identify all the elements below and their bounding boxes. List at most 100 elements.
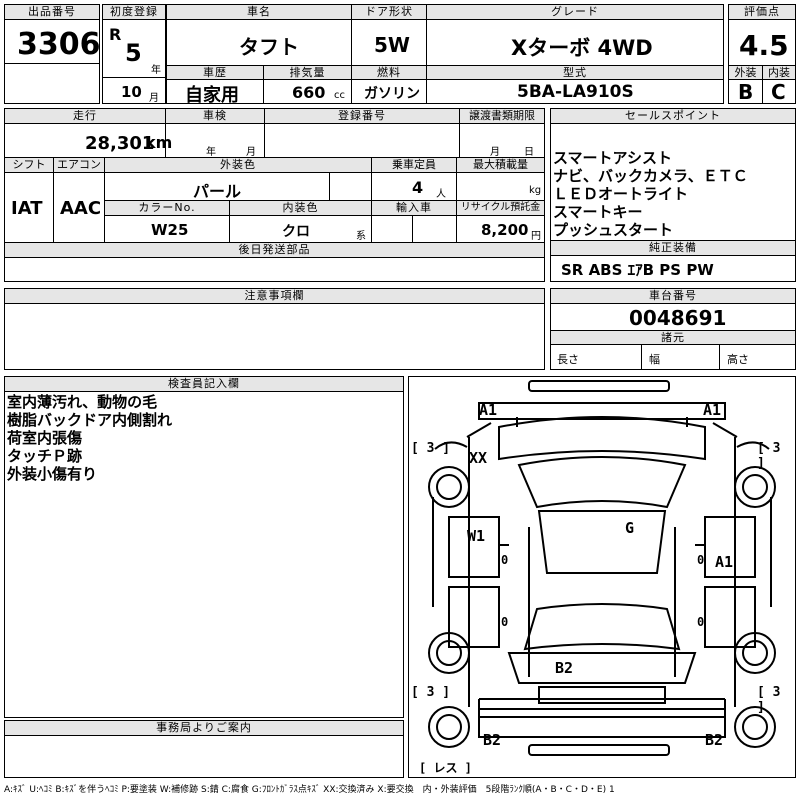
inspector-line: タッチＰ跡 bbox=[7, 447, 83, 465]
inspection-month-unit: 月 bbox=[246, 147, 256, 158]
grade: Xターボ 4WD bbox=[511, 36, 653, 60]
exterior: B bbox=[738, 80, 754, 104]
capacity-cell: 乗車定員 4 人 bbox=[371, 157, 457, 201]
notes-panel: 注意事項欄 bbox=[4, 288, 545, 370]
fuel: ガソリン bbox=[364, 86, 420, 102]
ac: AAC bbox=[60, 198, 102, 219]
capacity: 4 bbox=[412, 178, 424, 197]
damage-b2-center: B2 bbox=[555, 659, 574, 677]
recycle-label: リサイクル預託金 bbox=[457, 201, 544, 216]
int-color: クロ bbox=[282, 224, 310, 240]
zero-mark-2: 0 bbox=[501, 615, 509, 629]
capacity-unit: 人 bbox=[436, 189, 446, 200]
recycle: 8,200 bbox=[481, 221, 529, 239]
ac-label: エアコン bbox=[54, 158, 104, 173]
inspector-line: 樹脂バックドア内側割れ bbox=[7, 411, 173, 429]
notes-label: 注意事項欄 bbox=[5, 289, 544, 304]
transfer-day-unit: 日 bbox=[524, 147, 534, 158]
spec-label: 諸元 bbox=[551, 330, 795, 345]
color-no-cell: カラーNo. W25 bbox=[104, 200, 230, 243]
fuel-label: 燃料 bbox=[352, 66, 426, 80]
displacement: 660 bbox=[292, 83, 326, 102]
first-reg-label: 初度登録 bbox=[103, 5, 165, 20]
damage-w1: W1 bbox=[467, 527, 486, 545]
lot-number: 3306 bbox=[17, 27, 101, 62]
ext-color-divider bbox=[329, 173, 330, 200]
color-no-label: カラーNo. bbox=[105, 201, 229, 216]
score: 4.5 bbox=[739, 29, 789, 62]
damage-b2-right: B2 bbox=[705, 731, 724, 749]
shift: IAT bbox=[11, 198, 43, 219]
damage-a1-side: A1 bbox=[715, 553, 734, 571]
inspector-label: 検査員記入欄 bbox=[5, 377, 403, 392]
int-color-cell: 内装色 クロ 系 bbox=[229, 200, 372, 243]
displacement-cell: 排気量 660 cc bbox=[263, 65, 352, 104]
tire-tread-tr: [ 3 ] bbox=[757, 441, 781, 471]
history: 自家用 bbox=[185, 85, 239, 106]
shift-label: シフト bbox=[5, 158, 53, 173]
score-label: 評価点 bbox=[729, 5, 795, 20]
model-label: 型式 bbox=[427, 66, 723, 80]
door-cell: ドア形状 5W bbox=[351, 4, 427, 66]
mileage: 28,301 bbox=[85, 133, 155, 154]
mileage-label: 走行 bbox=[5, 109, 165, 124]
history-label: 車歴 bbox=[167, 66, 263, 80]
car-name: タフト bbox=[239, 35, 299, 59]
inspector-line: 外装小傷有り bbox=[7, 465, 98, 483]
zero-mark-3: 0 bbox=[697, 553, 705, 567]
max-load-unit: kg bbox=[529, 185, 542, 196]
zero-mark-4: 0 bbox=[697, 615, 705, 629]
exterior-label: 外装 bbox=[729, 66, 762, 80]
sales-point: プッシュスタート bbox=[553, 221, 674, 239]
interior: C bbox=[771, 80, 786, 104]
ext-color-cell: 外装色 パール bbox=[104, 157, 372, 201]
max-load-label: 最大積載量 bbox=[457, 158, 544, 173]
spec-divider-2 bbox=[719, 345, 720, 369]
lot-label: 出品番号 bbox=[5, 5, 99, 20]
import-label: 輸入車 bbox=[372, 201, 456, 216]
ext-color-label: 外装色 bbox=[105, 158, 371, 173]
first-reg-month: 10 bbox=[121, 83, 142, 101]
reg-no-label: 登録番号 bbox=[265, 109, 459, 124]
inspection-label: 車検 bbox=[166, 109, 264, 124]
tire-tread-bl: [ 3 ] bbox=[411, 685, 451, 700]
chassis-number: 0048691 bbox=[629, 306, 727, 330]
model-cell: 型式 5BA-LA910S bbox=[426, 65, 724, 104]
inspection-cell: 車検 年 月 bbox=[165, 108, 265, 158]
car-name-label: 車名 bbox=[167, 5, 351, 20]
grade-label: グレード bbox=[427, 5, 723, 20]
legend-footer: A:ｷｽﾞ U:ﾍｺﾐ B:ｷｽﾞを伴うﾍｺﾐ P:要塗装 W:補修跡 S:錆 … bbox=[4, 785, 615, 795]
header-panel: 出品番号 3306 初度登録 R 5 年 10 月 車名 タフト 車歴 自家用 … bbox=[4, 4, 796, 106]
tire-tread-br: [ 3 ] bbox=[757, 685, 781, 715]
car-name-cell: 車名 タフト bbox=[166, 4, 352, 66]
first-reg-divider bbox=[103, 77, 165, 78]
history-cell: 車歴 自家用 bbox=[166, 65, 264, 106]
color-no: W25 bbox=[151, 221, 189, 239]
transfer-label: 譲渡書類期限 bbox=[460, 109, 544, 124]
chassis-label: 車台番号 bbox=[551, 289, 795, 304]
displacement-unit: cc bbox=[334, 90, 345, 101]
ac-cell: エアコン AAC bbox=[53, 157, 105, 243]
office-panel: 事務局よりご案内 bbox=[4, 720, 404, 778]
first-reg-year: 5 bbox=[125, 39, 142, 67]
sales-list: スマートアシスト ナビ、バックカメラ、ＥＴＣ ＬＥＤオートライト スマートキー … bbox=[553, 149, 748, 239]
zero-mark-1: 0 bbox=[501, 553, 509, 567]
interior-cell: 内装 C bbox=[762, 65, 796, 104]
later-parts-label: 後日発送部品 bbox=[5, 243, 544, 258]
damage-g: G bbox=[625, 519, 635, 537]
grade-cell: グレード Xターボ 4WD bbox=[426, 4, 724, 66]
year-unit: 年 bbox=[151, 65, 161, 76]
inspector-list: 室内薄汚れ、動物の毛 樹脂バックドア内側割れ 荷室内張傷 タッチＰ跡 外装小傷有… bbox=[7, 393, 172, 483]
width-label: 幅 bbox=[649, 353, 660, 366]
recycle-unit: 円 bbox=[531, 231, 541, 242]
int-color-unit: 系 bbox=[356, 231, 366, 242]
recycle-cell: リサイクル預託金 8,200 円 bbox=[456, 200, 545, 243]
inspector-line: 室内薄汚れ、動物の毛 bbox=[7, 393, 158, 411]
reg-no-cell: 登録番号 bbox=[264, 108, 460, 158]
capacity-label: 乗車定員 bbox=[372, 158, 456, 173]
spec-divider-1 bbox=[641, 345, 642, 369]
int-color-label: 内装色 bbox=[230, 201, 371, 216]
shift-cell: シフト IAT bbox=[4, 157, 54, 243]
sales-label: セールスポイント bbox=[551, 109, 795, 124]
car-diagram-panel: A1 A1 XX G W1 A1 B2 B2 B2 [ 3 ] [ 3 ] [ … bbox=[408, 376, 796, 778]
